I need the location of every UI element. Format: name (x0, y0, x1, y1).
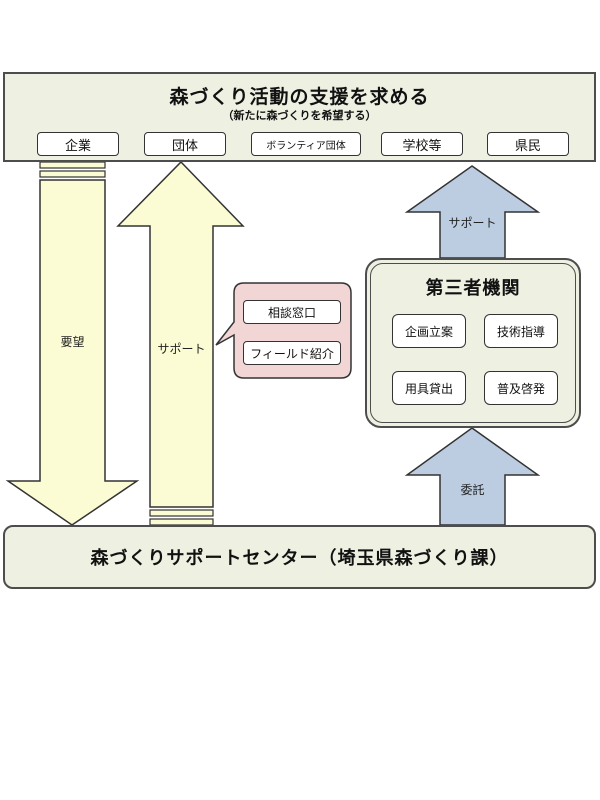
third-party-title: 第三者機関 (425, 278, 521, 299)
request-label: 要望 (60, 335, 85, 349)
support-center-panel: 森づくりサポートセンター（埼玉県森づくり課） (3, 525, 596, 589)
support-center-title: 森づくりサポートセンター（埼玉県森づくり課） (90, 548, 509, 569)
group-schools: 学校等 (381, 132, 463, 156)
planning-item: 企画立案 (392, 314, 466, 348)
requesting-parties-panel: 森づくり活動の支援を求める （新たに森づくりを希望する） 企業 団体 ボランティ… (3, 72, 596, 162)
field-introduction-label: フィールド紹介 (243, 341, 341, 365)
outreach-item: 普及啓発 (484, 371, 558, 405)
equipment-lending-item: 用具貸出 (392, 371, 466, 405)
group-company: 企業 (37, 132, 119, 156)
consultation-desk-label: 相談窓口 (243, 300, 341, 324)
group-organization: 団体 (144, 132, 226, 156)
commission-label: 委託 (460, 483, 485, 497)
request-arrow (5, 161, 140, 526)
support-arrow-right (404, 165, 541, 259)
top-subtitle: （新たに森づくりを希望する） (222, 109, 377, 122)
top-title: 森づくり活動の支援を求める (169, 86, 430, 108)
group-residents: 県民 (487, 132, 569, 156)
group-volunteer-organization: ボランティア団体 (251, 132, 361, 156)
technical-guidance-item: 技術指導 (484, 314, 558, 348)
support-right-label: サポート (448, 216, 497, 230)
support-left-label: サポート (157, 342, 206, 356)
third-party-organization: 第三者機関 企画立案 技術指導 用具貸出 普及啓発 (365, 258, 581, 428)
commission-arrow (404, 427, 541, 526)
